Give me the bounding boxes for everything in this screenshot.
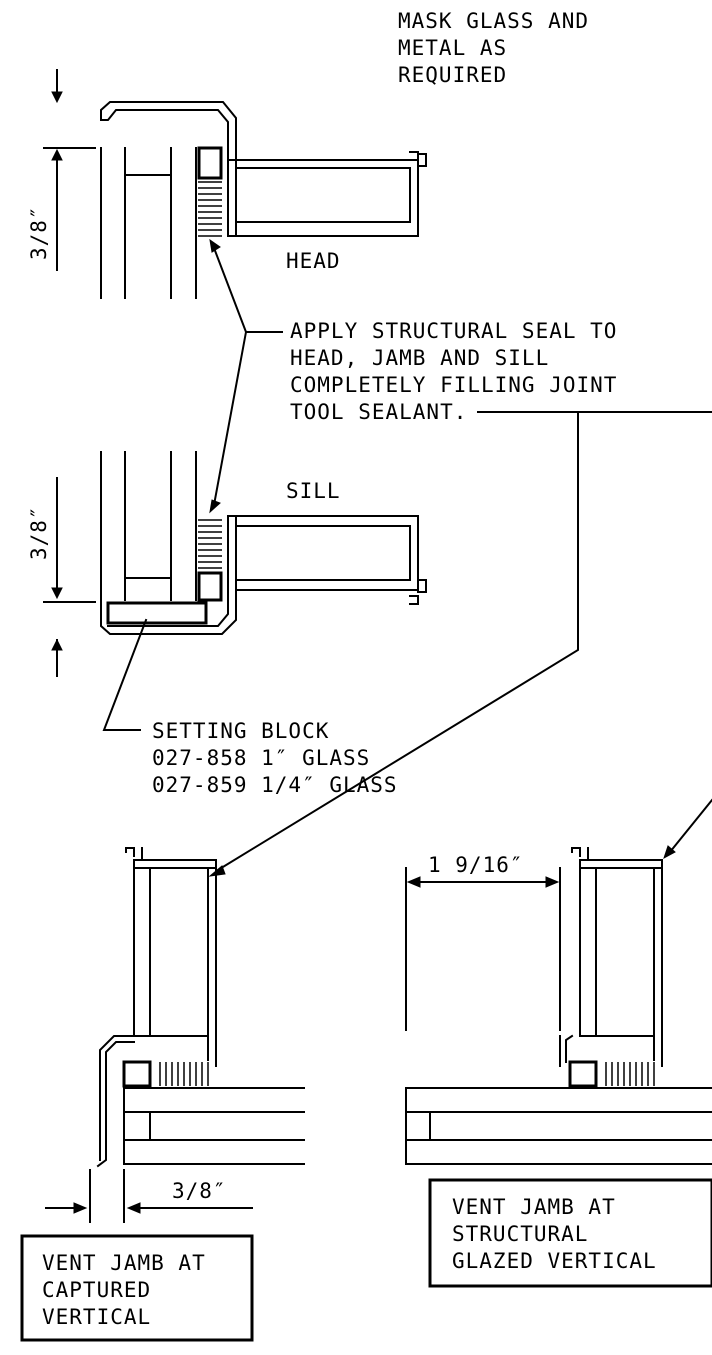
head-detail: 3/8″ HEAD bbox=[27, 69, 427, 299]
seal-note-line-4: TOOL SEALANT. bbox=[290, 400, 467, 424]
captured-vertical-detail: 3/8″ VENT JAMB AT CAPTURED VERTICAL bbox=[20, 847, 305, 1342]
captured-sealant bbox=[159, 1062, 209, 1086]
captured-box-line-2: CAPTURED bbox=[42, 1278, 151, 1302]
structural-glazed-detail: 1 9/16″ VENT JAMB AT STRUCTURAL GLAZED V… bbox=[405, 847, 712, 1288]
mask-note: MASK GLASS AND METAL AS REQUIRED bbox=[398, 9, 589, 87]
setting-block-line-2: 027-858 1″ GLASS bbox=[152, 746, 370, 770]
structural-box-line-3: GLAZED VERTICAL bbox=[452, 1249, 657, 1273]
structural-sealant bbox=[605, 1062, 655, 1086]
sill-sealant bbox=[198, 519, 222, 569]
setting-block-line-3: 027-859 1/4″ GLASS bbox=[152, 773, 398, 797]
sill-dimension: 3/8″ bbox=[27, 505, 51, 560]
sill-detail: 3/8″ SILL bbox=[27, 451, 427, 677]
captured-label-box bbox=[20, 1234, 254, 1342]
mask-note-line-1: MASK GLASS AND bbox=[398, 9, 589, 33]
structural-dimension: 1 9/16″ bbox=[428, 853, 524, 877]
head-label: HEAD bbox=[286, 249, 341, 273]
sill-label: SILL bbox=[286, 479, 341, 503]
setting-block-line-1: SETTING BLOCK bbox=[152, 719, 329, 743]
structural-box-line-2: STRUCTURAL bbox=[452, 1222, 588, 1246]
head-sealant bbox=[198, 181, 222, 237]
head-dimension: 3/8″ bbox=[27, 205, 51, 260]
captured-box-line-3: VERTICAL bbox=[42, 1305, 151, 1329]
seal-note-line-1: APPLY STRUCTURAL SEAL TO bbox=[290, 319, 617, 343]
structural-box-line-1: VENT JAMB AT bbox=[452, 1195, 616, 1219]
seal-note-line-2: HEAD, JAMB AND SILL bbox=[290, 346, 549, 370]
captured-box-line-1: VENT JAMB AT bbox=[42, 1251, 206, 1275]
seal-note: APPLY STRUCTURAL SEAL TO HEAD, JAMB AND … bbox=[208, 238, 712, 877]
structural-label-box bbox=[428, 1178, 712, 1288]
seal-note-line-3: COMPLETELY FILLING JOINT bbox=[290, 373, 617, 397]
mask-note-line-3: REQUIRED bbox=[398, 63, 507, 87]
mask-note-line-2: METAL AS bbox=[398, 36, 507, 60]
setting-block-note: SETTING BLOCK 027-858 1″ GLASS 027-859 1… bbox=[102, 618, 398, 797]
captured-dimension: 3/8″ bbox=[172, 1179, 227, 1203]
